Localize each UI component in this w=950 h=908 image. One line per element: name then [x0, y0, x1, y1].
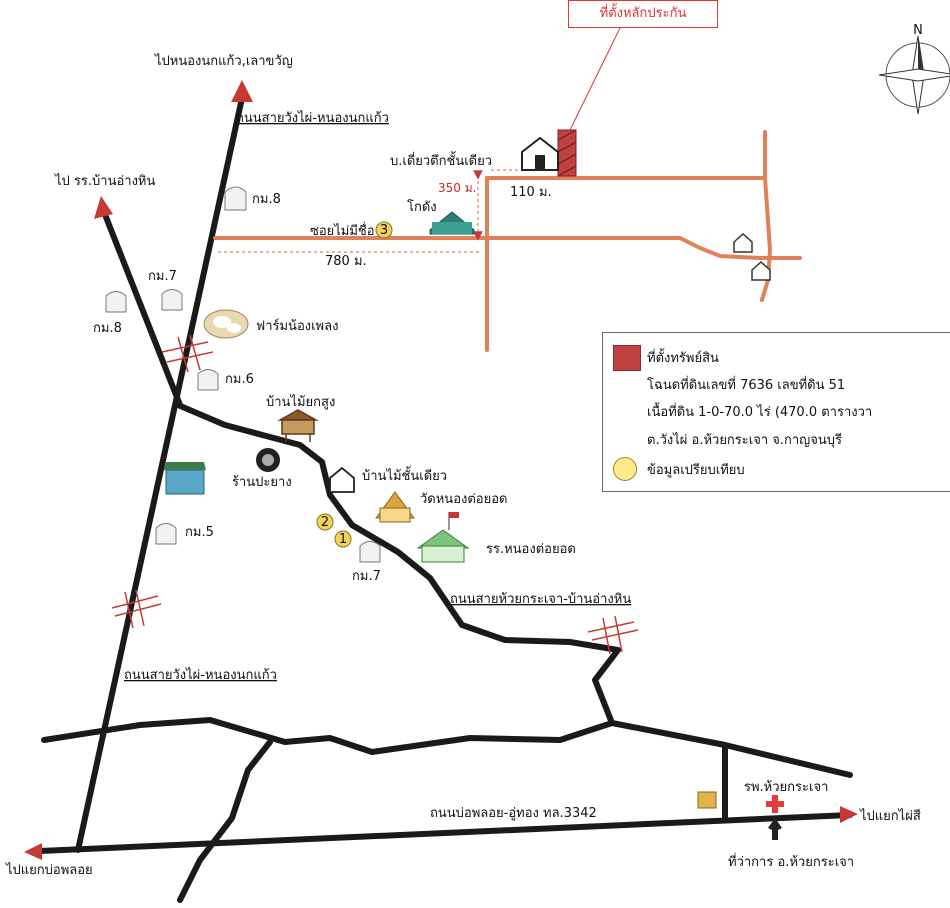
soi-network — [213, 130, 802, 352]
label-unnamed-soi: ซอยไม่มีชื่อ — [310, 222, 375, 239]
label-km8-left: กม.8 — [93, 321, 122, 336]
label-km6: กม.6 — [225, 372, 254, 387]
label-tire-shop: ร้านปะยาง — [232, 475, 292, 490]
label-school: รร.หนองต่อยอด — [486, 542, 576, 557]
school-icon — [416, 512, 470, 563]
wooden-house-icon — [329, 466, 355, 493]
compass-icon — [878, 35, 950, 115]
km-posts — [105, 186, 381, 563]
hospital-icon — [766, 795, 784, 813]
marker-2-label: 2 — [321, 515, 329, 530]
marker-1 — [334, 530, 352, 548]
marker-2 — [316, 513, 334, 531]
label-temple: วัดหนองต่อยอด — [420, 492, 507, 507]
road-wangphai-north — [75, 95, 245, 853]
marker-3 — [375, 221, 393, 239]
road-cross-lower — [41, 717, 853, 778]
main-roads — [37, 95, 853, 903]
subject-property-label: ที่ตั้งหลักประกัน — [568, 0, 718, 28]
km-post-icon — [105, 291, 127, 313]
legend-property-swatch — [613, 345, 641, 371]
label-single-building: บ.เดี่ยวตึกชั้นเดียว — [390, 151, 492, 169]
temple-icon — [375, 491, 415, 523]
road-arrows — [24, 80, 858, 860]
tire-icon — [256, 448, 280, 472]
label-to-school-ang-hin: ไป รร.บ้านอ่างหิน — [54, 173, 155, 189]
comparison-markers — [316, 221, 393, 548]
label-dist-780: 780 ม. — [325, 254, 367, 269]
soi-unnamed — [213, 236, 802, 260]
label-to-phai-si: ไปแยกไผ่สี — [859, 808, 921, 824]
label-road-wangphai-mid: ถนนสายวังไผ่-หนองนกแก้ว — [124, 667, 277, 683]
marker-1-label: 1 — [339, 532, 347, 547]
label-km8-top: กม.8 — [252, 192, 281, 207]
legend-comparison: ข้อมูลเปรียบเทียบ — [647, 463, 745, 478]
road-to-school — [101, 209, 183, 408]
label-warehouse: โกดัง — [407, 199, 437, 215]
shop-icon — [164, 462, 206, 495]
label-stilt-house: บ้านไม้ยกสูง — [266, 394, 335, 410]
km-post-icon — [161, 289, 183, 311]
label-dist-110: 110 ม. — [510, 185, 552, 200]
legend-box: ที่ตั้งทรัพย์สิน โฉนดที่ดินเลขที่ 7636 เ… — [602, 332, 950, 492]
marker-3-label: 3 — [380, 223, 388, 238]
label-hospital: รพ.ห้วยกระเจา — [744, 780, 828, 795]
km-post-icon — [155, 523, 177, 545]
label-road-wangphai-top: ถนนสายวังไผ่-หนองนกแก้ว — [236, 110, 389, 126]
farm-icon — [203, 309, 249, 339]
km-post-icon — [359, 541, 381, 563]
legend-property-title: ที่ตั้งทรัพย์สิน — [647, 351, 719, 366]
road-branch-sw — [177, 739, 273, 903]
legend-area: เนื้อที่ดิน 1-0-70.0 ไร่ (470.0 ตารางวา — [647, 405, 873, 420]
road-huaikrachao — [175, 402, 621, 726]
label-km5: กม.5 — [185, 525, 214, 540]
label-farm: ฟาร์มน้องเพลง — [256, 318, 338, 334]
house-icon — [521, 136, 559, 171]
north-label: N — [913, 23, 923, 38]
soi-right — [760, 130, 772, 302]
road-breaks — [111, 334, 639, 655]
stilt-house-icon — [277, 409, 319, 442]
label-wooden-house: บ้านไม้ชั้นเดียว — [362, 466, 447, 484]
label-to-bophloi: ไปแยกบ่อพลอย — [5, 862, 93, 878]
arrow-school-icon — [94, 196, 113, 219]
label-dist-350: 350 ม. — [438, 181, 476, 195]
arrow-east-icon — [840, 806, 858, 823]
km-post-icon — [224, 186, 247, 211]
legend-location: ต.วังไผ่ อ.ห้วยกระเจา จ.กาญจนบุรี — [647, 433, 842, 448]
garuda-icon — [768, 818, 782, 840]
legend-comparison-swatch — [613, 457, 637, 481]
warehouse-icon — [429, 211, 475, 235]
label-km7-lower: กม.7 — [352, 569, 381, 584]
distance-guides — [218, 169, 562, 253]
arrow-north-icon — [231, 80, 253, 102]
road-bophloi — [37, 812, 853, 854]
label-km7-left: กม.7 — [148, 269, 177, 284]
small-house-icon — [733, 232, 771, 281]
arrow-west-icon — [24, 843, 42, 860]
label-to-nong-nok-kaew: ไปหนองนกแก้ว,เลาขวัญ — [154, 53, 293, 69]
label-road-huaikrachao: ถนนสายห้วยกระเจา-บ้านอ่างหิน — [450, 592, 631, 607]
label-road-bophloi: ถนนบ่อพลอย-อู่ทอง ทล.3342 — [430, 806, 597, 821]
km-post-icon — [197, 369, 219, 391]
label-district-office: ที่ว่าการ อ.ห้วยกระเจา — [728, 853, 854, 870]
legend-deed: โฉนดที่ดินเลขที่ 7636 เลขที่ดิน 51 — [647, 378, 846, 393]
pin-leader — [569, 27, 621, 131]
office-icon — [697, 791, 717, 809]
property-parcel — [557, 129, 577, 177]
